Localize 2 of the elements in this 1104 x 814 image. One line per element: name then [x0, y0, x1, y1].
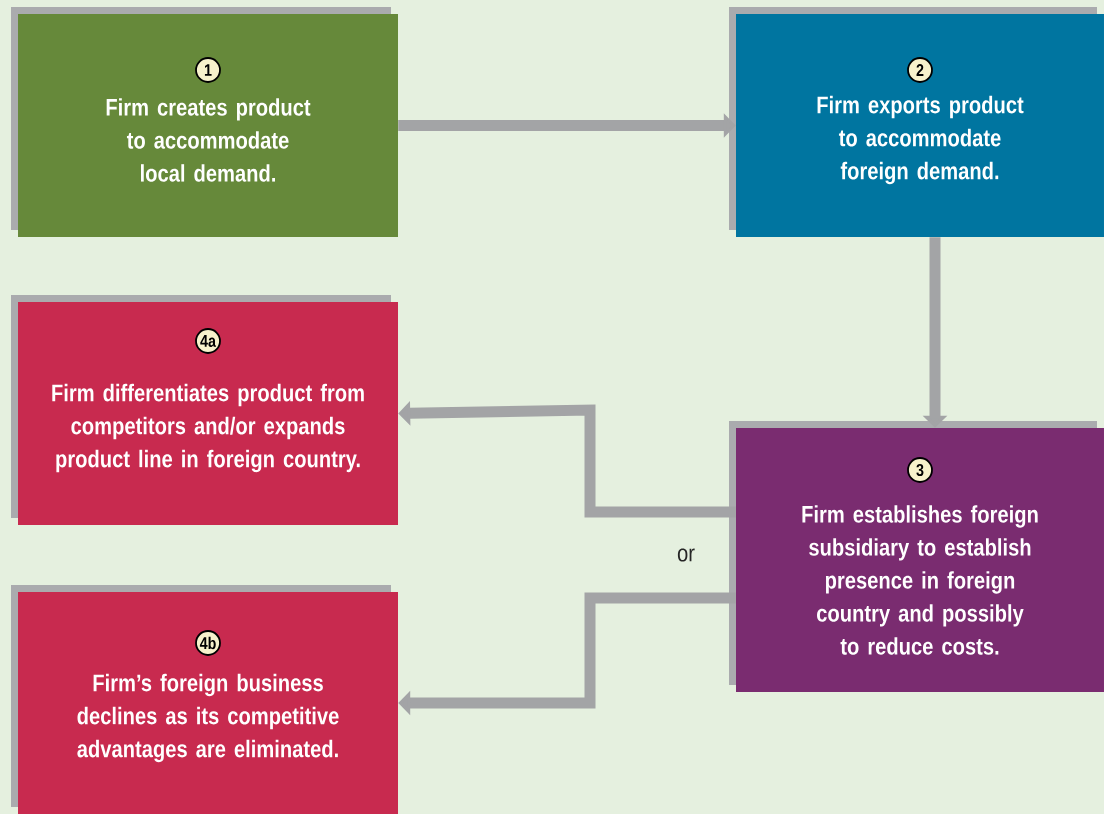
- arrow: [398, 592, 736, 716]
- or-label: or: [677, 548, 695, 562]
